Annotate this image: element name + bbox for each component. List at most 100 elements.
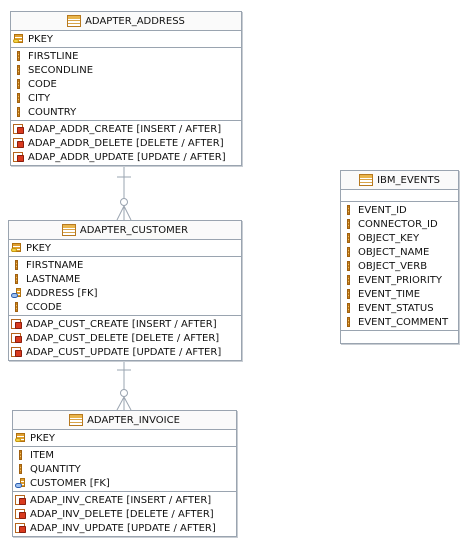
column-row[interactable]: OBJECT_KEY [341,231,458,245]
trigger-row[interactable]: ADAP_ADDR_DELETE [DELETE / AFTER] [11,136,241,150]
primary-key-section [341,190,458,202]
primary-key-section: PKEY [9,240,241,257]
entity-ibm-events[interactable]: IBM_EVENTS EVENT_ID CONNECTOR_ID OBJECT_… [340,170,459,344]
trigger-name: ADAP_INV_CREATE [INSERT / AFTER] [30,494,212,506]
trigger-row[interactable]: ADAP_INV_DELETE [DELETE / AFTER] [13,507,236,521]
column-name: CONNECTOR_ID [358,218,438,230]
table-icon [359,174,374,186]
column-row[interactable]: EVENT_COMMENT [341,315,458,329]
trigger-name: ADAP_CUST_CREATE [INSERT / AFTER] [26,318,217,330]
column-row[interactable]: COUNTRY [11,105,241,119]
column-name: OBJECT_VERB [358,260,428,272]
trigger-icon [13,151,25,163]
trigger-row[interactable]: ADAP_CUST_DELETE [DELETE / AFTER] [9,331,241,345]
trigger-name: ADAP_INV_DELETE [DELETE / AFTER] [30,508,214,520]
trigger-name: ADAP_ADDR_DELETE [DELETE / AFTER] [28,137,224,149]
primary-key-icon [11,242,23,254]
trigger-icon [11,318,23,330]
columns-section: FIRSTLINE SECONDLINE CODE CITY COUNTRY [11,48,241,121]
entity-title: IBM_EVENTS [377,174,440,186]
entity-adapter-address[interactable]: ADAPTER_ADDRESS PKEY FIRSTLINE SECONDLIN… [10,11,242,166]
column-row[interactable]: EVENT_ID [341,203,458,217]
entity-header: ADAPTER_INVOICE [13,411,236,430]
column-icon [13,64,25,76]
trigger-row[interactable]: ADAP_ADDR_CREATE [INSERT / AFTER] [11,122,241,136]
column-name: LASTNAME [26,273,81,285]
column-icon [13,78,25,90]
column-row[interactable]: LASTNAME [9,272,241,286]
trigger-icon [13,123,25,135]
column-icon [13,50,25,62]
triggers-section: ADAP_ADDR_CREATE [INSERT / AFTER] ADAP_A… [11,121,241,165]
column-row[interactable]: OBJECT_VERB [341,259,458,273]
column-name: EVENT_STATUS [358,302,434,314]
column-name: ADDRESS [FK] [26,287,98,299]
trigger-icon [13,137,25,149]
entity-header: ADAPTER_CUSTOMER [9,221,241,240]
trigger-icon [15,494,27,506]
column-row[interactable]: CODE [11,77,241,91]
column-row[interactable]: OBJECT_NAME [341,245,458,259]
column-name: ITEM [30,449,55,461]
column-icon [343,274,355,286]
trigger-row[interactable]: ADAP_ADDR_UPDATE [UPDATE / AFTER] [11,150,241,164]
relationship-customer-address [116,163,132,221]
column-name: PKEY [28,33,54,45]
column-row[interactable]: FIRSTLINE [11,49,241,63]
trigger-row[interactable]: ADAP_CUST_CREATE [INSERT / AFTER] [9,317,241,331]
column-row[interactable]: PKEY [11,32,241,46]
column-icon [13,92,25,104]
column-name: FIRSTLINE [28,50,79,62]
column-name: EVENT_TIME [358,288,421,300]
column-name: CODE [28,78,57,90]
column-row[interactable]: PKEY [9,241,241,255]
primary-key-section: PKEY [11,31,241,48]
column-row[interactable]: CUSTOMER [FK] [13,476,236,490]
column-name: COUNTRY [28,106,77,118]
triggers-section: ADAP_CUST_CREATE [INSERT / AFTER] ADAP_C… [9,316,241,360]
column-row[interactable]: SECONDLINE [11,63,241,77]
column-icon [13,106,25,118]
column-row[interactable]: ADDRESS [FK] [9,286,241,300]
entity-title: ADAPTER_CUSTOMER [79,224,189,236]
column-row[interactable]: CONNECTOR_ID [341,217,458,231]
column-name: EVENT_ID [358,204,407,216]
column-name: PKEY [26,242,52,254]
entity-adapter-invoice[interactable]: ADAPTER_INVOICE PKEY ITEM QUANTITY CUSTO… [12,410,237,537]
entity-title: ADAPTER_ADDRESS [85,15,185,27]
column-name: PKEY [30,432,56,444]
column-row[interactable]: EVENT_PRIORITY [341,273,458,287]
trigger-name: ADAP_ADDR_CREATE [INSERT / AFTER] [28,123,222,135]
column-row[interactable]: EVENT_TIME [341,287,458,301]
column-row[interactable]: EVENT_STATUS [341,301,458,315]
trigger-icon [15,522,27,534]
column-row[interactable]: CITY [11,91,241,105]
column-row[interactable]: ITEM [13,448,236,462]
trigger-name: ADAP_CUST_UPDATE [UPDATE / AFTER] [26,346,222,358]
triggers-section: ADAP_INV_CREATE [INSERT / AFTER] ADAP_IN… [13,492,236,536]
primary-key-section: PKEY [13,430,236,447]
table-icon [69,414,84,426]
entity-adapter-customer[interactable]: ADAPTER_CUSTOMER PKEY FIRSTNAME LASTNAME… [8,220,242,361]
trigger-row[interactable]: ADAP_INV_CREATE [INSERT / AFTER] [13,493,236,507]
column-icon [343,204,355,216]
column-name: OBJECT_KEY [358,232,420,244]
columns-section: EVENT_ID CONNECTOR_ID OBJECT_KEY OBJECT_… [341,202,458,331]
column-icon [11,273,23,285]
trigger-name: ADAP_CUST_DELETE [DELETE / AFTER] [26,332,220,344]
column-icon [343,232,355,244]
trigger-row[interactable]: ADAP_INV_UPDATE [UPDATE / AFTER] [13,521,236,535]
column-icon [343,288,355,300]
column-icon [11,301,23,313]
trigger-icon [11,346,23,358]
column-row[interactable]: CCODE [9,300,241,314]
column-row[interactable]: FIRSTNAME [9,258,241,272]
columns-section: ITEM QUANTITY CUSTOMER [FK] [13,447,236,492]
table-icon [61,224,76,236]
column-row[interactable]: QUANTITY [13,462,236,476]
column-row[interactable]: PKEY [13,431,236,445]
trigger-row[interactable]: ADAP_CUST_UPDATE [UPDATE / AFTER] [9,345,241,359]
column-icon [343,302,355,314]
column-name: CITY [28,92,51,104]
